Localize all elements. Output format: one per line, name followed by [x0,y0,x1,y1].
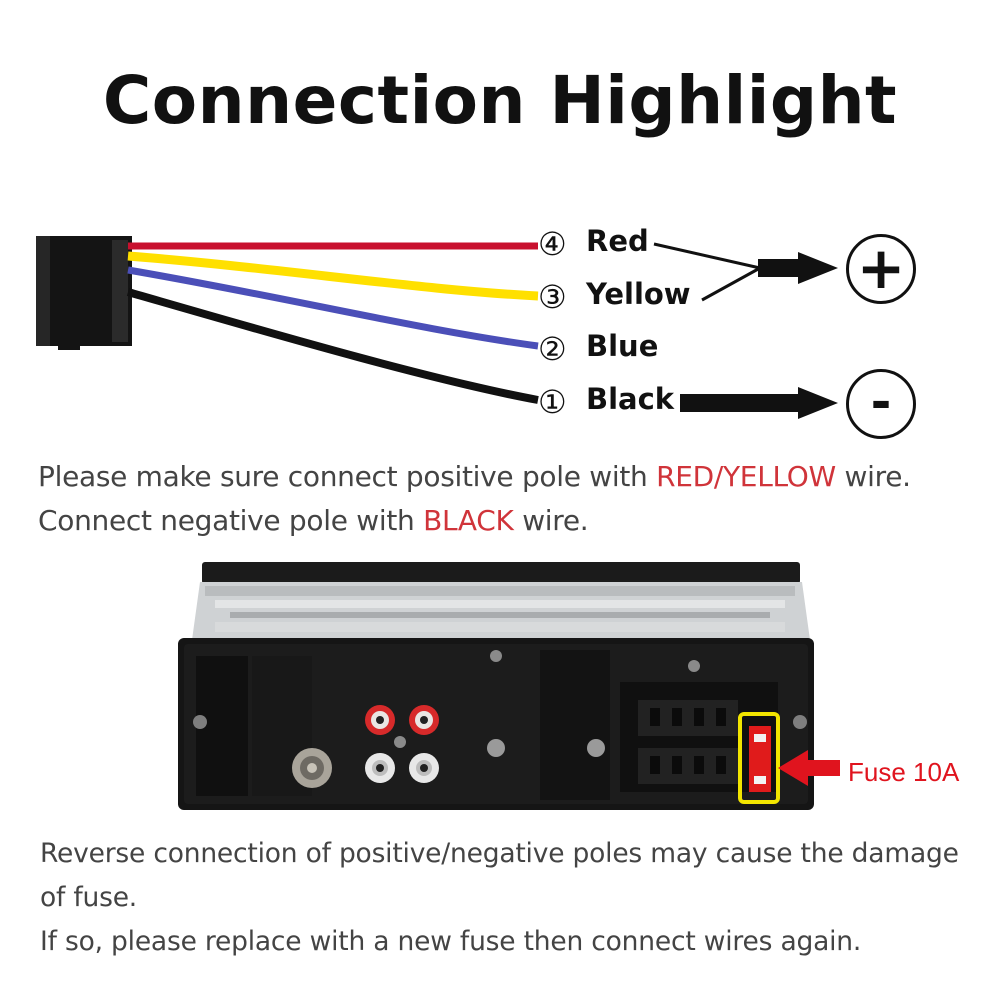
yellow-lead-line [701,266,761,302]
arrow-to-negative-icon [680,387,838,419]
instruction-positive-pre: Please make sure connect positive pole w… [38,460,657,493]
instruction-negative-pre: Connect negative pole with [38,504,424,537]
warning-line-3: If so, please replace with a new fuse th… [40,926,862,957]
wire-label-black: Black [586,382,675,416]
wire-number-blue: ② [538,330,567,368]
instruction-positive-highlight: RED/YELLOW [656,460,836,493]
black-wire [126,288,539,404]
page-title: Connection Highlight [102,62,898,139]
fuse-label: Fuse 10A [848,757,960,787]
positive-pole-symbol: + [856,234,906,302]
fuse-icon [749,726,771,792]
instruction-negative: Connect negative pole with BLACK wire. [38,504,589,537]
car-radio-back-panel [178,562,814,810]
fuse-highlight-box [738,712,780,804]
instruction-positive: Please make sure connect positive pole w… [38,460,911,493]
yellow-wire [127,251,539,301]
red-lead-line [653,242,761,270]
negative-pole-symbol: - [870,373,892,431]
wire-number-black: ① [538,383,567,421]
arrow-to-positive-icon [758,252,838,284]
wire-label-yellow: Yellow [586,277,691,311]
instruction-positive-post: wire. [835,460,912,493]
blue-wire [127,266,539,350]
fuse-arrow-icon [778,750,840,786]
negative-pole-icon: - [846,369,916,439]
wire-number-red: ④ [538,225,567,263]
instruction-negative-post: wire. [513,504,589,537]
wire-number-yellow: ③ [538,278,567,316]
wire-label-red: Red [586,224,649,258]
positive-pole-icon: + [846,234,916,304]
instruction-negative-highlight: BLACK [423,504,514,537]
wire-label-blue: Blue [586,329,659,363]
connector-plug-icon [36,236,132,350]
warning-line-1: Reverse connection of positive/negative … [40,838,959,869]
warning-line-2: of fuse. [40,882,138,913]
